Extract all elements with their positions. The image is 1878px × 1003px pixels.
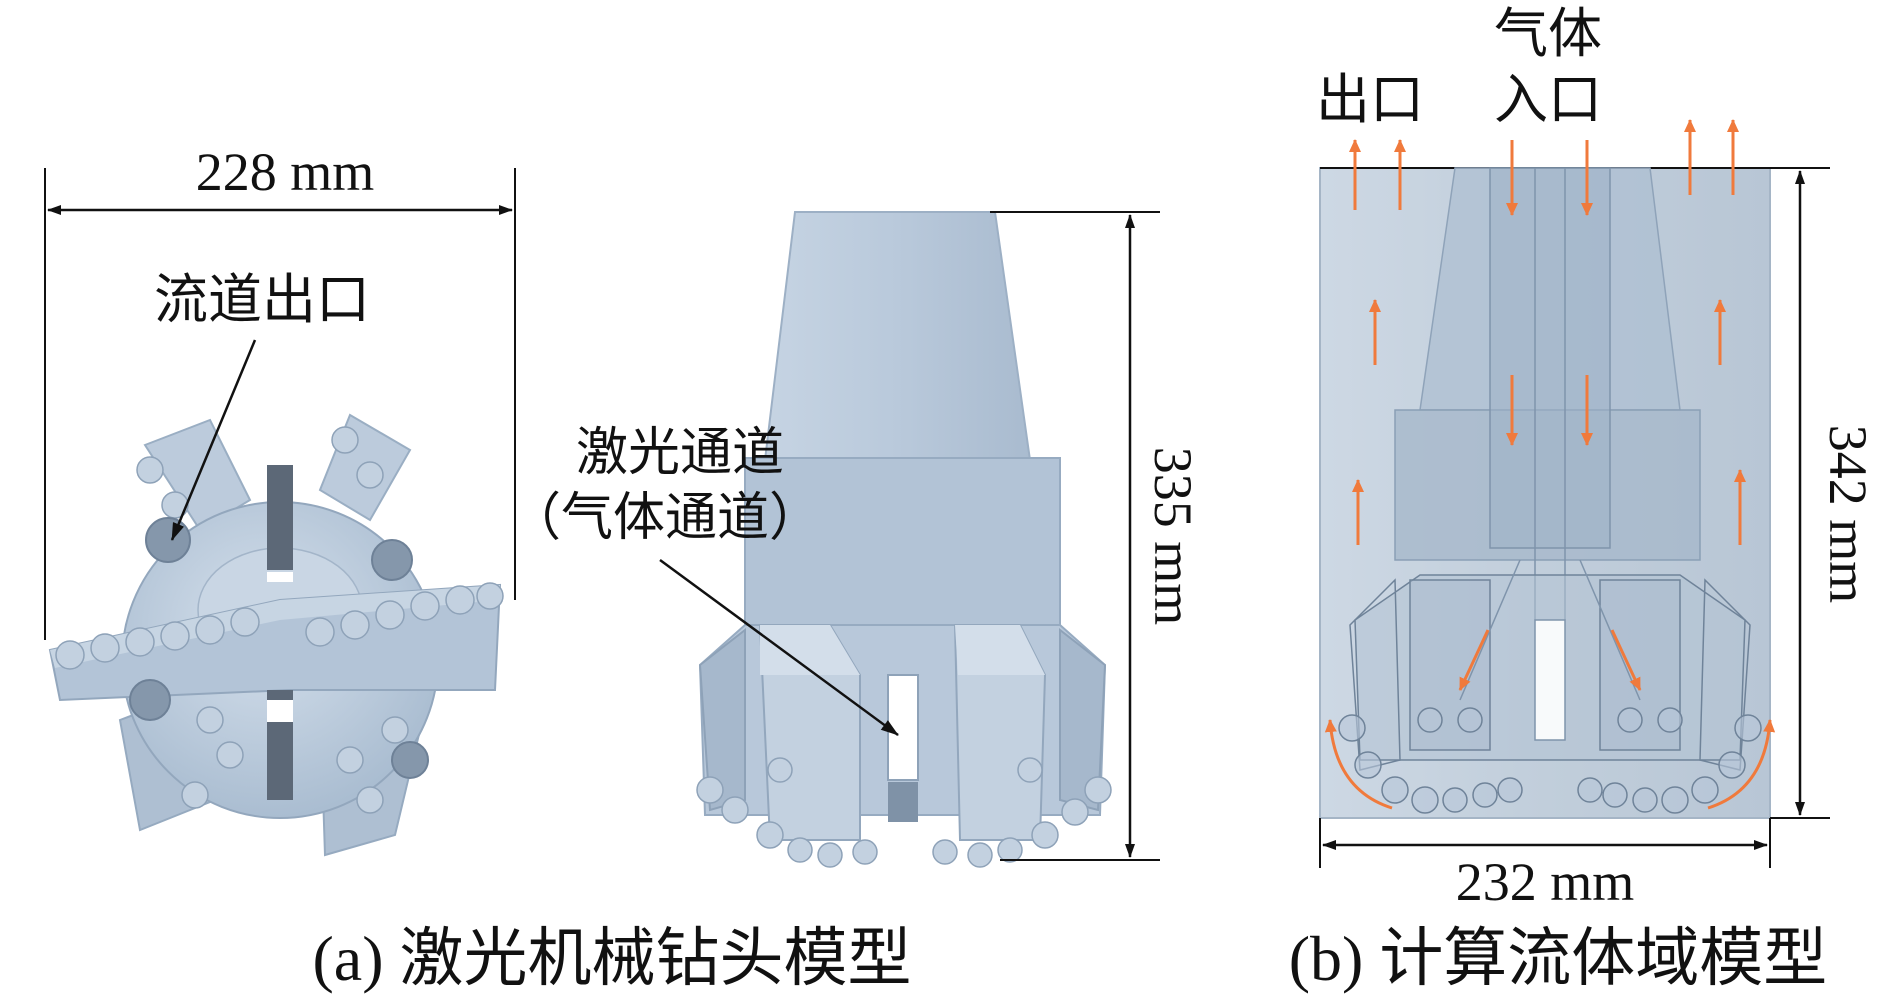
height-dimension-b-label: 342 mm [1818,425,1878,604]
width-dimension-a: 228 mm [44,142,516,640]
inlet-label-b: 入口 [1494,70,1602,130]
height-dimension-b: 342 mm [1770,167,1878,819]
height-dimension-a: 335 mm [990,211,1203,861]
width-dimension-b: 232 mm [1319,818,1771,912]
panel-a: 228 mm 流道出口 [44,142,1203,994]
drill-bit-side-view [696,211,1112,868]
flow-arrows [1324,119,1776,810]
flow-arrow-curve-left [1324,719,1393,810]
flow-arrow-diag-1 [1458,629,1490,691]
laser-channel-label: 激光通道 [576,425,784,482]
outlet-label-a: 流道出口 [154,270,370,330]
flow-arrow-diag-2 [1610,629,1642,691]
gas-label-b: 气体 [1494,4,1602,64]
gas-channel-label: （气体通道） [509,490,821,547]
height-dimension-a-label: 335 mm [1143,447,1203,626]
flow-arrow-curve-right [1707,719,1776,810]
outlet-leader-line-a [170,339,257,541]
panel-b: 出口 气体 入口 [1289,4,1878,994]
outlet-label-b: 出口 [1316,70,1424,130]
width-dimension-a-label: 228 mm [196,142,375,202]
caption-a: (a) 激光机械钻头模型 [312,923,911,994]
caption-b: (b) 计算流体域模型 [1289,923,1828,994]
width-dimension-b-label: 232 mm [1456,852,1635,912]
fluid-domain [1319,167,1771,819]
drill-bit-bottom-view [48,413,504,857]
laser-channel-leader-line [659,558,899,737]
